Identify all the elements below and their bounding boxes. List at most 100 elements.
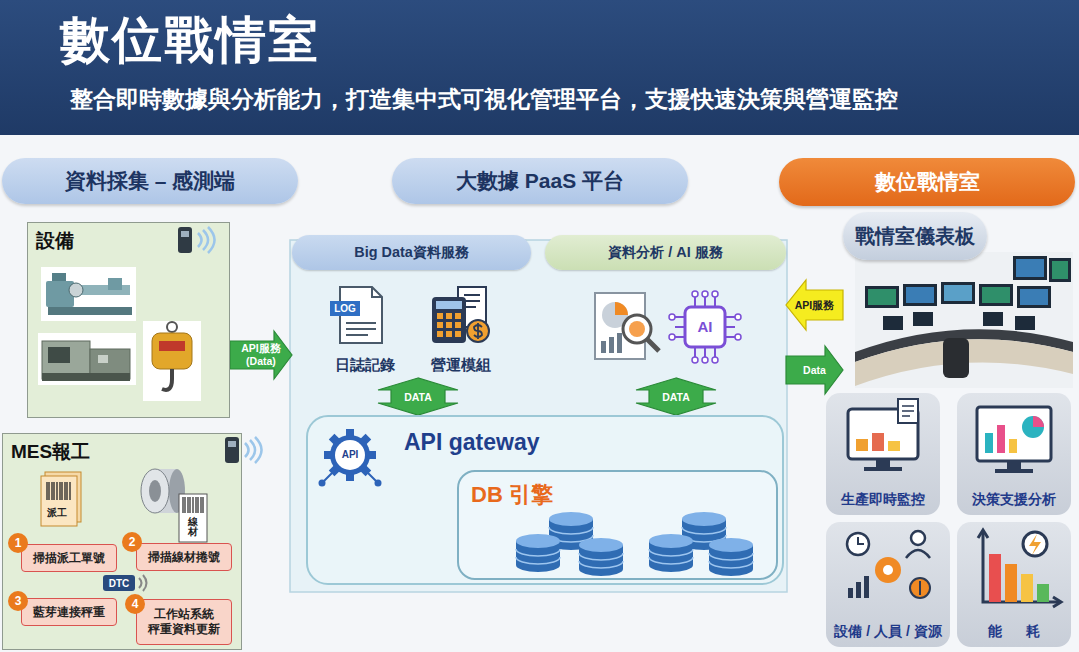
analytics-icon-part [1009,439,1017,453]
ai-chip-icon-part [735,314,741,320]
gear-part [330,435,370,475]
callout-number: 1 [8,533,28,553]
ai-chip-icon-part [692,357,698,363]
api-gear-icon-part [375,480,382,487]
step-box: 藍芽連接秤重 [21,598,117,626]
operation-icon-part [455,313,461,319]
console-desk-part [983,312,1003,326]
label-anchor: API [332,447,368,463]
label-anchor: AI [685,307,725,347]
wireless-icon [178,227,215,253]
energy-chart-icon-part [978,530,1061,607]
resource-icon-part [864,576,869,598]
analysis-icon-part [609,337,614,353]
ai-chip-icon-part [712,357,718,363]
ai-chip-icon-part [669,334,675,340]
gateway-box: API gateway DB 引擎API [306,415,784,585]
step-box: 掃描派工單號 [21,544,117,572]
wireless-icon-part [225,437,239,463]
ai-chip-icon-part [702,291,708,297]
analysis-icon-part [617,333,622,353]
gear [324,429,376,481]
resource-icon-part [919,581,921,595]
lathe-part [48,307,132,315]
operation-icon-part [437,313,443,319]
wire-coil-icon-part [179,494,207,542]
subtitle: 整合即時數據與分析能力，打造集中式可視化管理平台，支援快速決策與營運監控 [70,84,1079,114]
node-text: 生產即時監控 [841,491,925,509]
monitor-icon-part [864,467,902,471]
machine-part [42,373,130,381]
arrow-label: API服務 [792,299,838,312]
crane-scale-part [159,341,185,351]
operation-icon-part [464,295,480,307]
energy-chart-icon-part [983,532,1059,602]
section-pill: 資料採集 – 感測端 [2,158,298,204]
ai-chip-icon-part [692,291,698,297]
callout-number: 2 [122,532,142,552]
analysis-icon-part [623,315,651,343]
arrow-label-anchor: DATA [651,390,701,403]
arrow-label-anchor: Data [795,364,835,377]
label-anchor: 線材 [188,517,198,538]
wire-coil-icon-part [183,497,203,513]
lathe-part [108,278,122,290]
ai-chip-icon-part [675,297,735,357]
operation-icon-part [455,331,461,337]
api-gear-icon-part [324,471,376,481]
wire-coil-icon-part [149,480,161,502]
analytics-icon-part [977,407,1051,461]
source-box: 設備 [27,222,230,418]
ai-chip-icon-part [735,334,741,340]
lathe-part [52,273,66,281]
analysis-icon-part [595,293,645,359]
source-box: MES報工掃描派工單號掃描線材捲號DTC藍芽連接秤重工作站系統 秤重資料更新派工… [2,433,242,650]
node-text: 設備 [36,228,74,254]
energy-chart-icon-part [1021,574,1033,602]
analytics-icon-part [1007,461,1021,469]
analysis-icon-part [647,339,659,351]
lathe [41,267,136,321]
wireless-icon-part [178,227,192,253]
icon-label: 線材 [188,517,198,538]
api-gear-icon-part [319,480,326,487]
icon-item: 日誌記錄 [330,285,400,375]
dtc-badge: DTC [103,575,135,591]
energy-chart-icon-part [1005,564,1017,602]
ai-chip-icon-part [669,314,675,320]
icon-label: LOG [330,301,360,316]
operation-icon-part [436,301,462,309]
label-anchor: 派工 [47,506,67,520]
crane-scale-part [162,369,172,390]
icon-label: AI [685,307,725,347]
resource-icon-part [911,531,925,545]
ai-chip-icon-part [702,357,708,363]
control-room-photo-part [855,252,1073,388]
wall-monitors [865,256,1071,308]
crane-scale [143,321,201,401]
wall-monitors-part [906,287,934,303]
wall-monitors-part [944,285,972,301]
label-anchor: 4 [125,594,145,614]
node-text: 藍芽連接秤重 [33,605,105,620]
monitor-icon-part [902,406,914,416]
wire-coil-icon-part [141,469,169,513]
operation-icon-part [446,331,452,337]
node-text: DB 引擎 [471,480,553,510]
node-text: 決策支援分析 [972,491,1056,509]
energy-chart-icon-part [1037,584,1049,602]
operation-icon-part [432,297,466,343]
node-text: 大數據 PaaS 平台 [456,167,624,195]
service-group: 資料分析 / AI 服務AI [545,235,786,378]
console-desk-part [1015,316,1035,330]
wall-monitors-part [868,289,896,305]
node-text: 工作站系統 秤重資料更新 [139,607,229,637]
crane-scale-part [152,333,192,369]
analysis-icon-part [615,302,628,315]
node-text: 掃描派工單號 [33,551,105,566]
node-text: Big Data資料服務 [292,235,531,270]
database-icons-part [709,538,753,576]
node-text: 掃描線材捲號 [148,550,220,565]
function-tile: 決策支援分析 [957,393,1071,515]
